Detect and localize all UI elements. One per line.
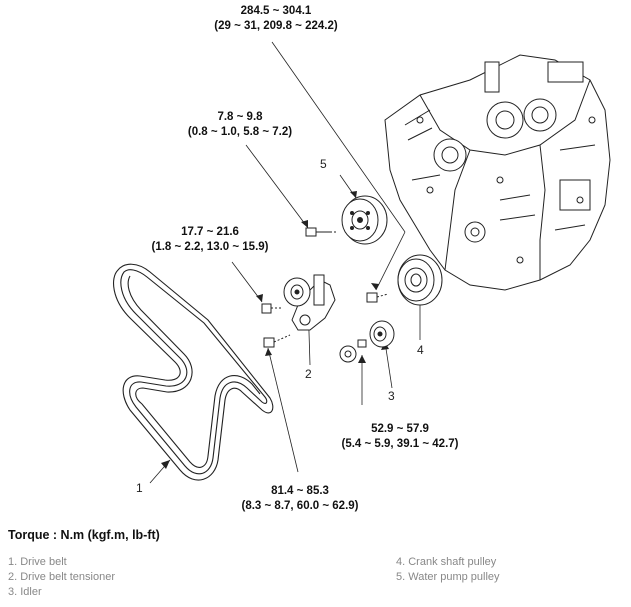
tensioner-bottom-bolt-illustration <box>263 334 291 348</box>
crank-bolt-illustration <box>366 292 389 303</box>
legend-right: 4. Crank shaft pulley 5. Water pump pull… <box>396 555 500 585</box>
crank-shaft-pulley-illustration <box>397 254 443 306</box>
crank-bolt-torque-label: 284.5 ~ 304.1 (29 ~ 31, 209.8 ~ 224.2) <box>160 4 392 34</box>
tensioner-top-bolt-illustration <box>261 303 282 314</box>
water-pump-pulley-illustration <box>341 195 388 245</box>
callout-2: 2 <box>305 367 312 381</box>
tensioner-bottom-bolt-torque-label: 81.4 ~ 85.3 (8.3 ~ 8.7, 60.0 ~ 62.9) <box>210 484 390 514</box>
torque-unit-heading: Torque : N.m (kgf.m, lb-ft) <box>8 528 160 542</box>
water-pump-bolt-torque-alt: (0.8 ~ 1.0, 5.8 ~ 7.2) <box>187 126 293 138</box>
water-pump-bolt-illustration <box>305 227 338 237</box>
tensioner-bottom-bolt-torque-nm: 81.4 ~ 85.3 <box>271 485 329 497</box>
water-pump-bolt-torque-label: 7.8 ~ 9.8 (0.8 ~ 1.0, 5.8 ~ 7.2) <box>150 110 330 140</box>
legend-item-crank-shaft-pulley: 4. Crank shaft pulley <box>396 556 497 568</box>
engine-block-illustration <box>384 54 611 291</box>
tensioner-top-bolt-torque-alt: (1.8 ~ 2.2, 13.0 ~ 15.9) <box>151 241 269 253</box>
crank-bolt-torque-alt: (29 ~ 31, 209.8 ~ 224.2) <box>214 20 338 32</box>
idler-bolt-torque-alt: (5.4 ~ 5.9, 39.1 ~ 42.7) <box>341 438 459 450</box>
callout-4: 4 <box>417 343 424 357</box>
water-pump-bolt-torque-nm: 7.8 ~ 9.8 <box>217 111 263 123</box>
tensioner-top-bolt-torque-nm: 17.7 ~ 21.6 <box>181 226 239 238</box>
tensioner-top-bolt-torque-label: 17.7 ~ 21.6 (1.8 ~ 2.2, 13.0 ~ 15.9) <box>110 225 310 255</box>
drive-belt-tensioner-illustration <box>283 274 336 331</box>
crank-bolt-torque-nm: 284.5 ~ 304.1 <box>240 5 312 17</box>
legend-item-drive-belt-tensioner: 2. Drive belt tensioner <box>8 571 115 583</box>
legend-item-idler: 3. Idler <box>8 586 42 598</box>
belt-system-diagram <box>112 41 611 484</box>
legend-left: 1. Drive belt 2. Drive belt tensioner 3.… <box>8 555 115 600</box>
callout-3: 3 <box>388 389 395 403</box>
drive-belt-illustration <box>112 263 274 481</box>
idler-illustration <box>339 320 395 363</box>
legend-item-water-pump-pulley: 5. Water pump pulley <box>396 571 500 583</box>
leader-lines <box>149 41 421 484</box>
idler-bolt-torque-nm: 52.9 ~ 57.9 <box>371 423 429 435</box>
callout-1: 1 <box>136 481 143 495</box>
idler-bolt-torque-label: 52.9 ~ 57.9 (5.4 ~ 5.9, 39.1 ~ 42.7) <box>300 422 500 452</box>
tensioner-bottom-bolt-torque-alt: (8.3 ~ 8.7, 60.0 ~ 62.9) <box>241 500 359 512</box>
callout-5: 5 <box>320 157 327 171</box>
legend-item-drive-belt: 1. Drive belt <box>8 556 67 568</box>
